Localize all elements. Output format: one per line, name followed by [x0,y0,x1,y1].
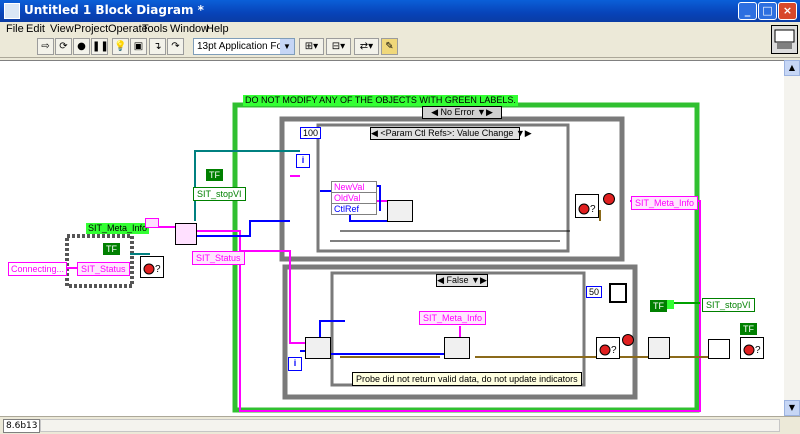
block-diagram-canvas[interactable]: DO NOT MODIFY ANY OF THE OBJECTS WITH GR… [0,60,784,417]
menu-help[interactable]: Help [206,23,229,35]
title-bar: Untitled 1 Block Diagram * _ □ × [0,0,800,22]
highlight-execution-button[interactable]: 💡 [112,38,129,55]
scroll-up-arrow[interactable]: ▲ [784,60,800,76]
scroll-down-arrow[interactable]: ▼ [784,400,800,416]
comment-label: Probe did not return valid data, do not … [352,372,582,386]
stop-vi-indicator-top[interactable]: SIT_stopVI [193,187,246,201]
loop-iteration-terminal-2: i [288,357,302,371]
distribute-objects-button[interactable]: ⊟▾ [326,38,351,55]
close-button[interactable]: × [778,2,797,20]
window-title: Untitled 1 Block Diagram * [24,3,204,17]
menu-tools[interactable]: Tools [142,23,168,35]
step-into-button[interactable]: ↴ [149,38,166,55]
svg-text:?: ? [611,345,617,356]
black-wires [330,230,570,242]
reorder-button[interactable]: ⇄▾ [354,38,379,55]
meta-info-property-node[interactable]: SIT_Meta_Info [419,311,487,325]
stop-button-terminal-2[interactable] [622,334,634,346]
bool-tf-constant-right[interactable]: TF [740,323,757,335]
run-continuously-button[interactable]: ⟳ [55,38,72,55]
svg-text:?: ? [590,204,596,215]
connecting-string-constant[interactable]: Connecting... [8,262,68,276]
error-handler-subvi-4[interactable]: ? [740,337,764,359]
unbundle-node[interactable] [305,337,331,359]
bool-tf-constant-stop[interactable]: TF [650,300,667,312]
version-label: 8.6b13 [3,419,40,433]
close-reference-node[interactable] [708,339,730,359]
inner-case-structure[interactable] [282,264,638,400]
timeout-constant[interactable]: 100 [300,127,322,139]
status-bar: 8.6b13 [0,416,800,434]
menu-project[interactable]: Project [74,23,109,35]
minimize-button[interactable]: _ [738,2,757,20]
horizontal-scrollbar[interactable] [40,419,780,432]
stop-vi-indicator-right[interactable]: SIT_stopVI [702,298,755,312]
event-case-frame [316,123,570,253]
event-structure[interactable] [279,116,625,262]
stop-vi-tf-badge [660,300,674,309]
merge-errors-node[interactable] [648,337,670,359]
run-button[interactable]: ⇨ [37,38,54,55]
retain-wire-values-button[interactable]: ▣ [130,38,147,55]
inner-case-frame [330,271,586,387]
toolbar: ⇨ ⟳ ● ❚❚ 💡 ▣ ↴ ↷ 13pt Application Font▼ … [0,37,800,58]
wait-ms-node[interactable] [609,283,627,303]
font-select[interactable]: 13pt Application Font▼ [193,38,295,55]
status-indicator[interactable]: SIT_Status [192,251,245,265]
svg-text:?: ? [155,264,161,275]
meta-info-cluster-constant[interactable] [145,218,159,228]
clean-up-diagram-button[interactable]: ✎ [381,38,398,55]
bundle-node[interactable] [444,337,470,359]
event-case-selector[interactable]: ◀ <Param Ctl Refs>: Value Change ▼▶ [370,127,532,140]
menu-bar: File Edit View Project Operate Tools Win… [0,22,800,37]
align-objects-button[interactable]: ⊞▾ [299,38,324,55]
bool-tf-constant[interactable]: TF [206,169,223,181]
outer-case-selector[interactable]: ◀ No Error ▼▶ [422,106,502,119]
event-data-ctlref[interactable]: CtlRef [331,203,377,215]
teal-wires [130,150,300,255]
vi-icon[interactable] [771,25,798,54]
meta-info-label: SIT_Meta_Info [86,223,150,234]
svg-text:?: ? [755,345,761,356]
menu-edit[interactable]: Edit [26,23,45,35]
maximize-button[interactable]: □ [758,2,777,20]
step-over-button[interactable]: ↷ [167,38,184,55]
menu-view[interactable]: View [50,23,74,35]
pause-button[interactable]: ❚❚ [91,38,109,55]
diagram-svg [65,102,720,413]
error-handler-subvi-3[interactable]: ? [596,337,620,359]
app-icon [4,3,20,19]
stop-button-terminal[interactable] [603,193,615,205]
property-node-subvi[interactable] [387,200,413,222]
menu-file[interactable]: File [6,23,24,35]
meta-info-indicator[interactable]: SIT_Meta_Info [631,196,699,210]
vertical-scrollbar[interactable]: ▲ ▼ [784,60,800,416]
error-wires [340,210,720,358]
status-control[interactable]: SIT_Status [77,262,130,276]
inner-case-selector[interactable]: ◀ False ▼▶ [436,274,488,287]
flat-sequence[interactable] [65,234,134,288]
wait-constant[interactable]: 50 [586,286,603,298]
vi-icon-graphic [774,29,795,49]
menu-operate[interactable]: Operate [108,23,148,35]
abort-button[interactable]: ● [73,38,90,55]
menu-window[interactable]: Window [170,23,210,35]
warning-label: DO NOT MODIFY ANY OF THE OBJECTS WITH GR… [243,95,518,106]
error-handler-subvi-2[interactable]: ? [575,194,599,218]
meta-info-subvi[interactable] [175,223,197,245]
loop-iteration-terminal: i [296,154,310,168]
bool-tf-constant-left[interactable]: TF [103,243,120,255]
error-handler-subvi[interactable]: ? [140,256,164,278]
